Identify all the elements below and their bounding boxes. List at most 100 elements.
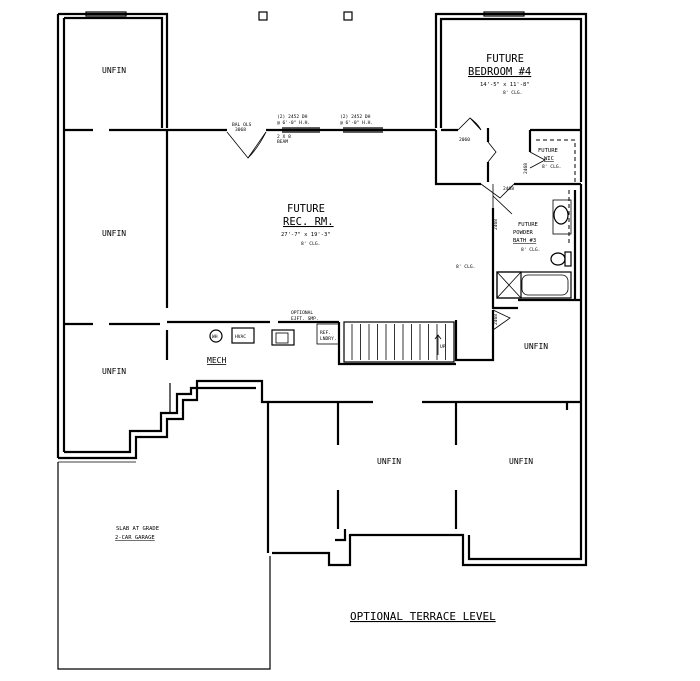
exterior-walls <box>56 12 588 567</box>
wall-right-inner <box>467 300 583 561</box>
wall-bedroom-outer <box>434 12 588 182</box>
room-unfin-low-left: UNFIN <box>102 367 126 376</box>
post-marker-1 <box>258 11 268 21</box>
window-line-2 <box>343 127 383 133</box>
powder-line3: BATH #3 <box>513 238 536 244</box>
door-2468-label-d: 2468 <box>493 314 499 325</box>
window-markers <box>85 11 525 21</box>
door-hall <box>487 141 497 163</box>
wic-dashed <box>536 139 576 245</box>
mechanical: WH HVAC <box>209 323 340 346</box>
bedroom-line2: BEDROOM #4 <box>468 66 531 78</box>
bathtub-inner <box>521 274 569 296</box>
wall-stepped-foundation-inner <box>64 386 256 454</box>
wall-wic-box <box>528 128 581 152</box>
window1-line1: (2) 2452 DH <box>277 114 308 120</box>
wall-stepped-foundation <box>58 379 270 553</box>
room-unfin-top-left: UNFIN <box>102 66 126 75</box>
stair: UP <box>343 321 455 363</box>
hvac-unit <box>231 327 255 344</box>
toilet-bowl <box>550 252 566 266</box>
sump-unit <box>271 329 295 346</box>
beam-line1: 2 X 8 <box>277 134 291 140</box>
door-2468-label-a: 2468 <box>503 186 514 192</box>
wall-top-inner <box>64 16 164 128</box>
rec-room-ceiling: 8' CLG. <box>301 241 320 247</box>
wic-dashed-outline <box>536 139 576 182</box>
wall-right-outer <box>461 182 588 567</box>
wall-bath-right <box>573 184 583 300</box>
doors <box>226 117 546 331</box>
rec-room-line2: REC. RM. <box>283 216 334 228</box>
wall-stair-right <box>454 310 495 362</box>
bal-door-line2: 3068 <box>235 127 246 133</box>
shower-box <box>496 271 522 299</box>
room-unfin-bottom-center: UNFIN <box>377 457 401 466</box>
powder-line2: POWDER <box>513 230 534 236</box>
wall-bath-left <box>491 208 518 310</box>
laundry-box <box>316 323 340 345</box>
wall-bedroom-inner <box>439 17 583 182</box>
stair-outline <box>343 321 455 363</box>
annotation-notes: 8' CLG. (2) 2452 DH @ 6'-0" H.H. (2) 245… <box>232 114 529 342</box>
room-unfin-right: UNFIN <box>524 342 548 351</box>
mech-label: MECH <box>207 356 226 365</box>
window2-line2: @ 6'-0" H.H. <box>340 120 373 126</box>
optional-ejt-line1: OPTIONAL <box>291 310 313 316</box>
garage-line2: 2-CAR GARAGE <box>115 535 155 541</box>
wall-top-outer <box>58 12 169 128</box>
room-unfin-bottom-right: UNFIN <box>509 457 533 466</box>
hvac-label: HVAC <box>235 334 246 340</box>
stair-treads <box>351 324 446 360</box>
shower-x <box>496 271 522 299</box>
rec-room-dims: 27'-7" x 19'-3" <box>281 232 331 238</box>
powder-line1: FUTURE <box>518 222 538 228</box>
sink <box>553 205 569 225</box>
door-lower <box>492 309 511 331</box>
optional-ejt-line2: EJFT. SMP. <box>291 316 319 322</box>
wic-ceiling: 8' CLG. <box>542 164 561 170</box>
wh-label: WH <box>212 334 218 340</box>
door-bal-arc <box>247 131 267 159</box>
ref-line1: REF. <box>320 330 331 336</box>
door-bath <box>492 184 513 215</box>
bathtub <box>496 271 572 299</box>
room-labels: UNFIN UNFIN UNFIN UNFIN UNFIN UNFIN FUTU… <box>102 53 561 541</box>
door-2468-label-b: 2468 <box>523 163 529 174</box>
powder-ceiling: 8' CLG. <box>521 247 540 253</box>
wic-line1: FUTURE <box>538 148 558 154</box>
window2-line1: (2) 2452 DH <box>340 114 371 120</box>
garage-outline <box>57 462 271 670</box>
window-lines <box>282 127 383 133</box>
door-bal <box>226 131 267 159</box>
bedroom-ceiling: 8' CLG. <box>503 90 522 96</box>
hall-ceiling-note: 8' CLG. <box>456 264 475 270</box>
rec-room-line1: FUTURE <box>287 203 325 215</box>
wall-stair-left <box>337 322 456 366</box>
plan-title: OPTIONAL TERRACE LEVEL <box>350 610 496 623</box>
ref-line2: LNDRY. <box>320 336 337 342</box>
door-bedroom <box>457 117 482 131</box>
window1-line2: @ 6'-0" H.H. <box>277 120 310 126</box>
stair-arrow <box>434 334 442 355</box>
sump-inner <box>275 332 289 344</box>
wall-bottom-notch <box>272 533 465 567</box>
garage-line1: SLAB AT GRADE <box>116 526 159 532</box>
bath-fixtures <box>496 199 572 299</box>
door-wic <box>529 151 546 169</box>
wic-line2: WIC <box>544 156 554 162</box>
door-2060-label: 2060 <box>459 137 470 143</box>
bedroom-dims: 14'-5" x 11'-8" <box>480 82 530 88</box>
window-top-right <box>483 11 525 17</box>
window-top-left <box>85 11 127 17</box>
water-heater-icon <box>209 329 223 343</box>
wall-bedroom-right-lower <box>434 130 481 186</box>
wall-bottom-notch-inner <box>335 529 347 542</box>
bal-door-line1: BAL OLS <box>232 122 252 128</box>
door-2468-label-c: 2468 <box>493 219 499 230</box>
vanity <box>552 199 572 235</box>
window-line-1 <box>282 127 320 133</box>
room-unfin-mid-left: UNFIN <box>102 229 126 238</box>
beam-line2: BEAM <box>277 139 288 145</box>
